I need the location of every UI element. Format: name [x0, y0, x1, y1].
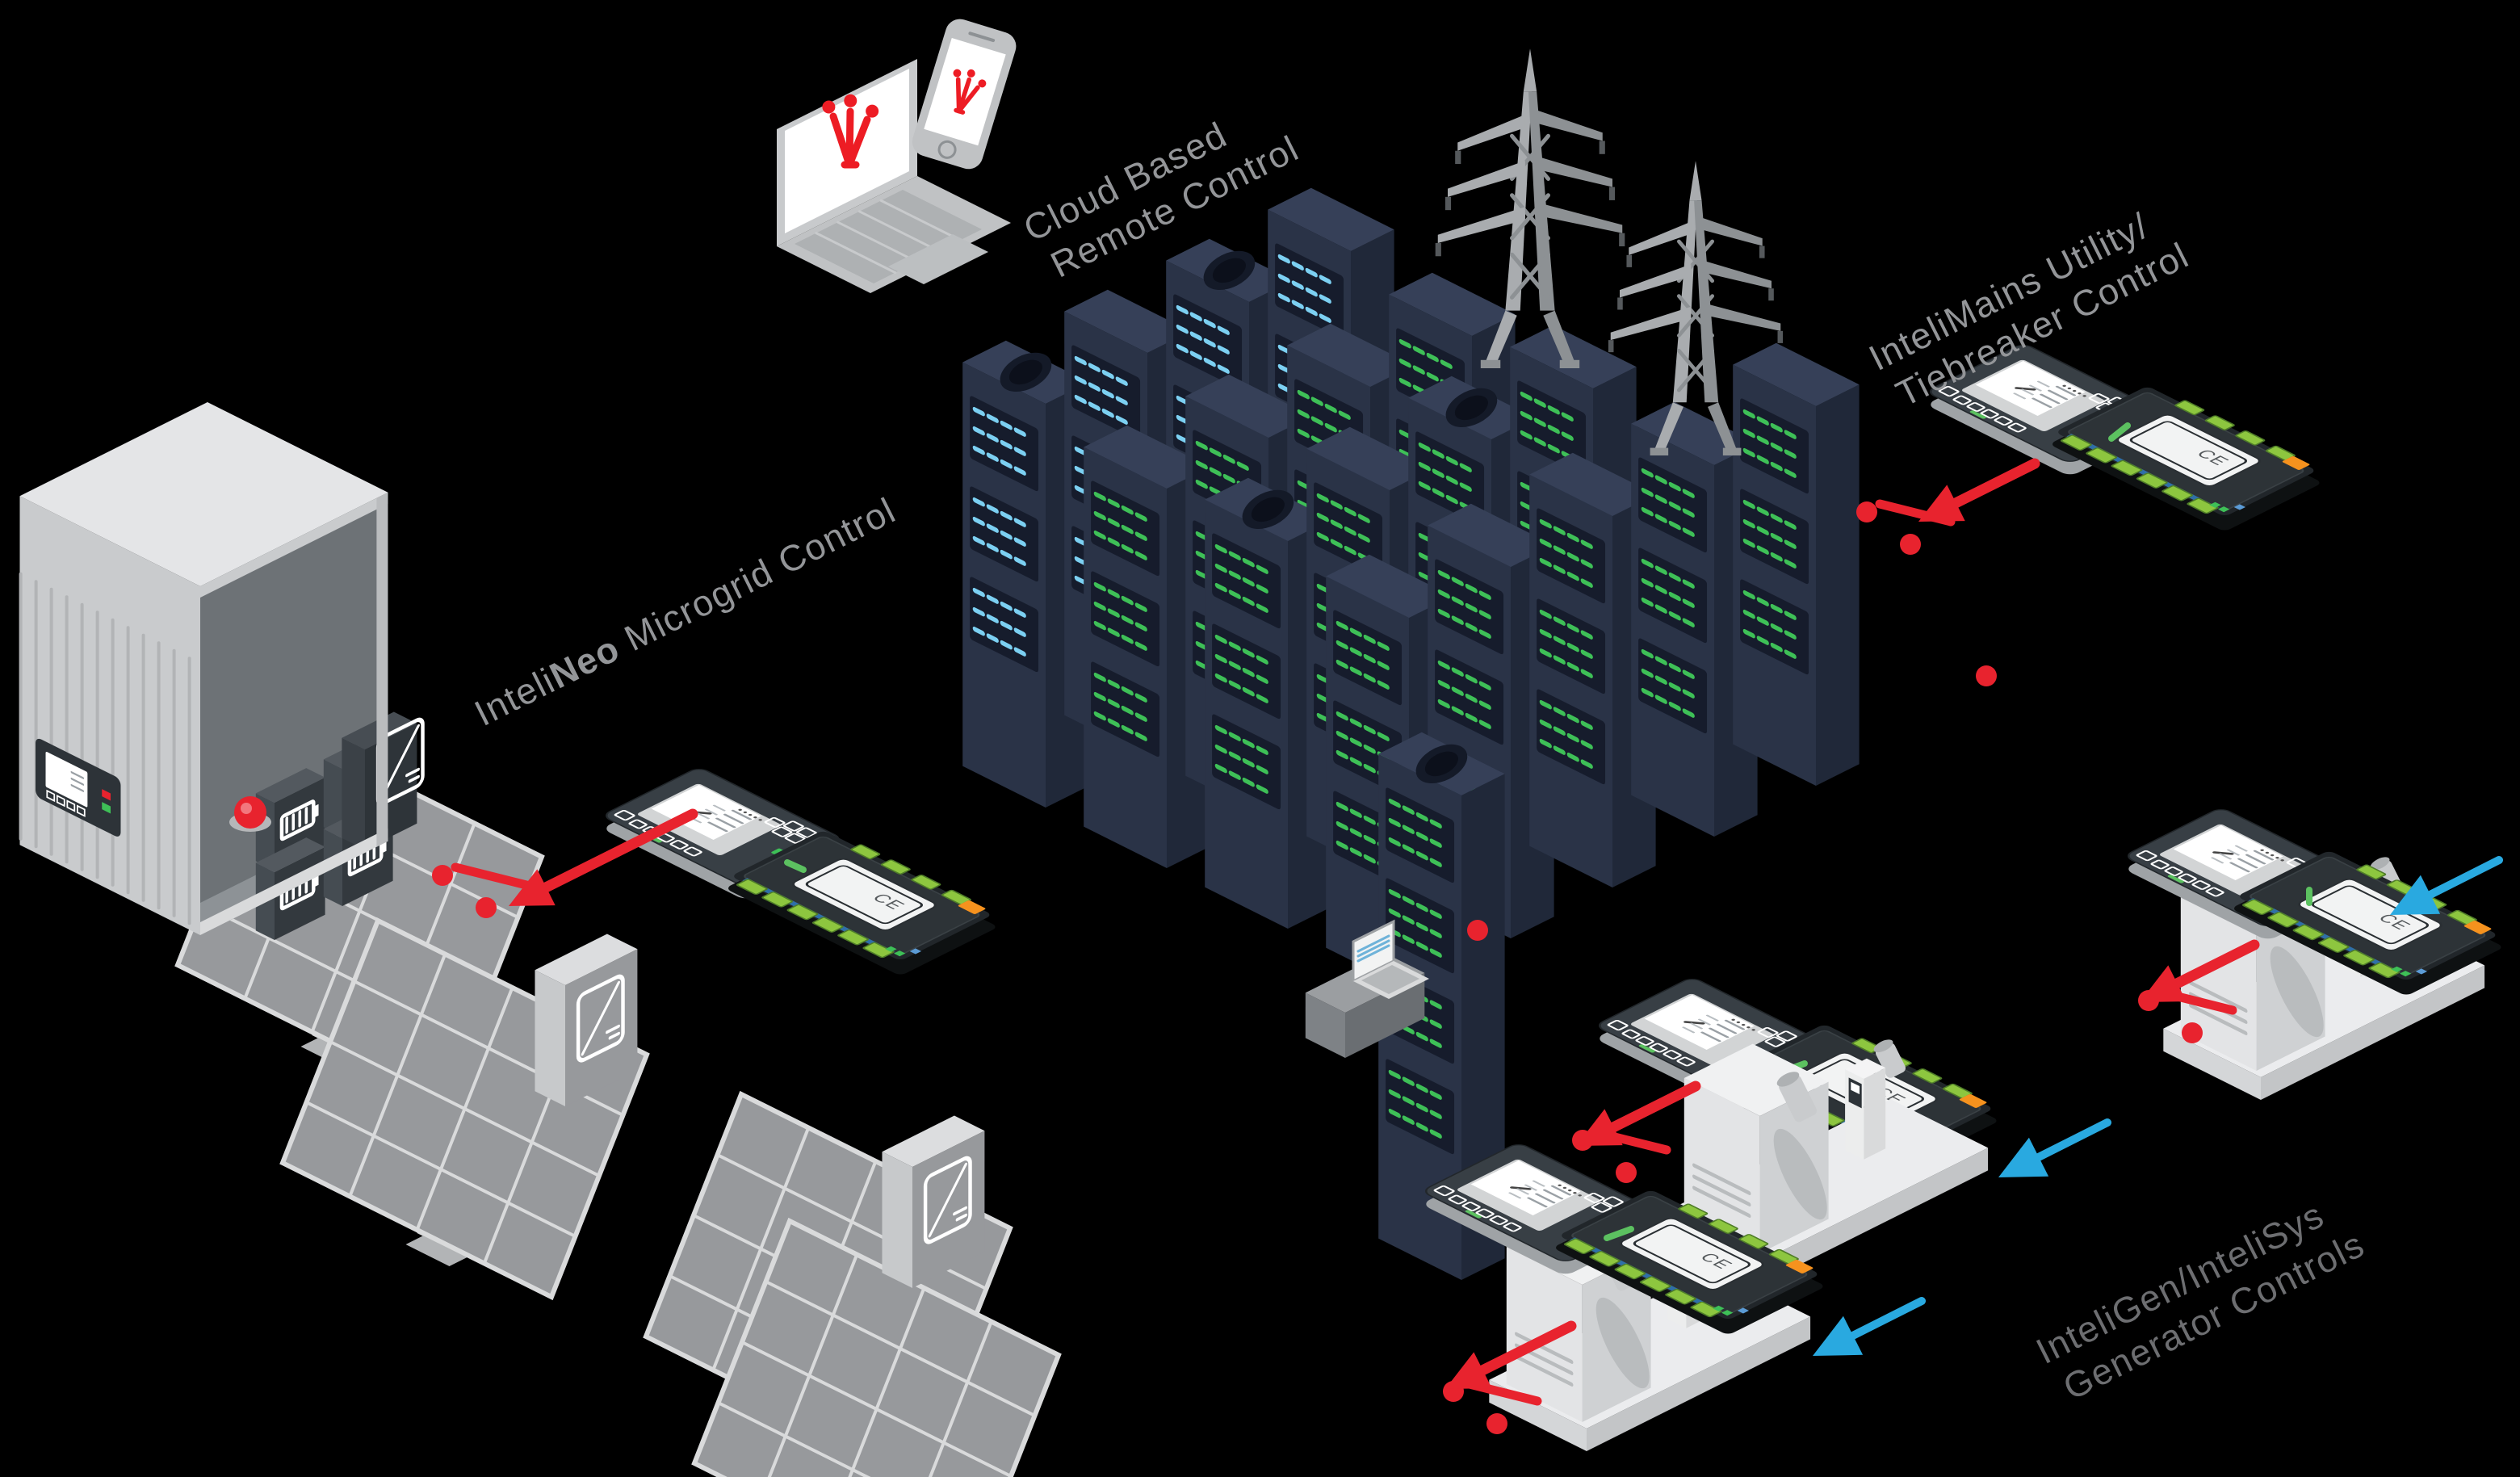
- gen1-controller: CE: [1425, 1144, 1823, 1334]
- alternator-cylinder: [1773, 1039, 1906, 1220]
- fan-icon: [1000, 352, 1052, 392]
- server-rack: [1733, 342, 1860, 787]
- rack-laptop-workstation: [1305, 919, 1429, 1058]
- intelineo-label-text: InteliNeo Microgrid Control: [468, 489, 903, 734]
- io-module: CE: [2240, 851, 2496, 980]
- connection-lines-front: [432, 458, 2503, 1434]
- pillar-screen: [1848, 1077, 1862, 1109]
- transmission-tower: [1608, 161, 1784, 455]
- gen3-controller: CE: [2128, 809, 2501, 995]
- control-pillar: [1845, 1058, 1886, 1160]
- rack-front: [1537, 508, 1606, 785]
- red-arrow-gen2: [1576, 1080, 1701, 1146]
- comap-logo-icon: [822, 94, 879, 169]
- engine-detail: [1692, 1163, 1751, 1218]
- transmission-tower: [1435, 48, 1625, 368]
- rack-front: [1740, 398, 1809, 675]
- arrow: [1813, 1297, 1926, 1356]
- fan-icon: [1415, 744, 1468, 784]
- io-module: CE: [2058, 387, 2314, 515]
- smartphone: [912, 19, 1017, 170]
- fan-icon: [1445, 388, 1498, 428]
- arrow: [1998, 1118, 2111, 1177]
- io-module: CE: [1562, 1190, 1818, 1319]
- rack-front: [970, 396, 1039, 673]
- junction-dot: [1467, 920, 1488, 941]
- cloud-remote-devices: [777, 19, 1017, 293]
- red-arrow-gen3: [2140, 939, 2260, 1002]
- battery-container: [19, 402, 425, 940]
- inverter-2: [882, 1115, 985, 1288]
- inverter-icon: [576, 974, 625, 1063]
- rack-front: [1091, 480, 1160, 757]
- red-arrow-intelineo: [509, 808, 698, 906]
- rack-front: [1212, 533, 1281, 810]
- intelimains-controller: CE: [1930, 345, 2320, 531]
- breaker-switch: [432, 862, 531, 918]
- intelineo-controller: CE: [606, 769, 996, 975]
- battery-icon: [279, 799, 319, 841]
- red-arrow-gen1: [1445, 1320, 1577, 1389]
- rack-front: [1638, 457, 1708, 734]
- red-arrow-intelimains: [1918, 458, 2040, 522]
- intelineo-label: InteliNeo Microgrid Control: [468, 489, 903, 734]
- junction-dot: [1976, 665, 1997, 686]
- battery-hmi-panel: [36, 738, 121, 837]
- inverter-1: [535, 934, 638, 1106]
- inverter-icon: [923, 1156, 972, 1244]
- arrow: [2390, 856, 2503, 915]
- comap-logo-icon: [953, 69, 987, 115]
- fan-icon: [1203, 250, 1256, 291]
- data-center: [962, 187, 1860, 1280]
- fan-icon: [1242, 489, 1294, 530]
- solar-panel: [691, 1217, 1062, 1477]
- laptop-keyboard: [795, 190, 988, 284]
